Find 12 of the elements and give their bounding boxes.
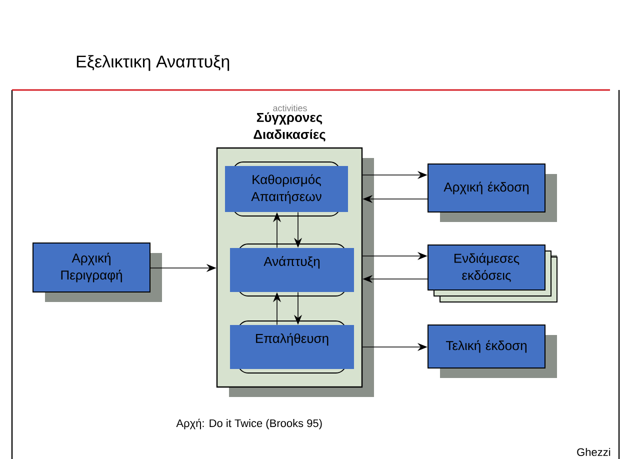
subtitle-text: activities xyxy=(273,104,307,112)
version-box: Τελική έκδοση xyxy=(428,324,557,378)
slide-title: Εξελικτικη Αναπτυξη xyxy=(76,55,230,71)
version-box: Αρχική Περιγραφή xyxy=(32,242,162,302)
note-text: Αρχή: Do it Twice (Brooks 95) xyxy=(176,418,322,430)
process-box: Καθορισμός Απαιτήσεων xyxy=(225,162,348,216)
version-box: Ενδιάμεσες εκδόσεις xyxy=(428,244,558,302)
process-box: Επαλήθευση xyxy=(230,320,354,374)
credit-text: Ghezzi xyxy=(577,448,610,456)
version-box: Αρχική έκδοση xyxy=(428,164,557,222)
process-box: Ανάπτυξη xyxy=(230,244,354,296)
node-label: Σύγχρονες Διαδικασίες xyxy=(254,112,326,142)
